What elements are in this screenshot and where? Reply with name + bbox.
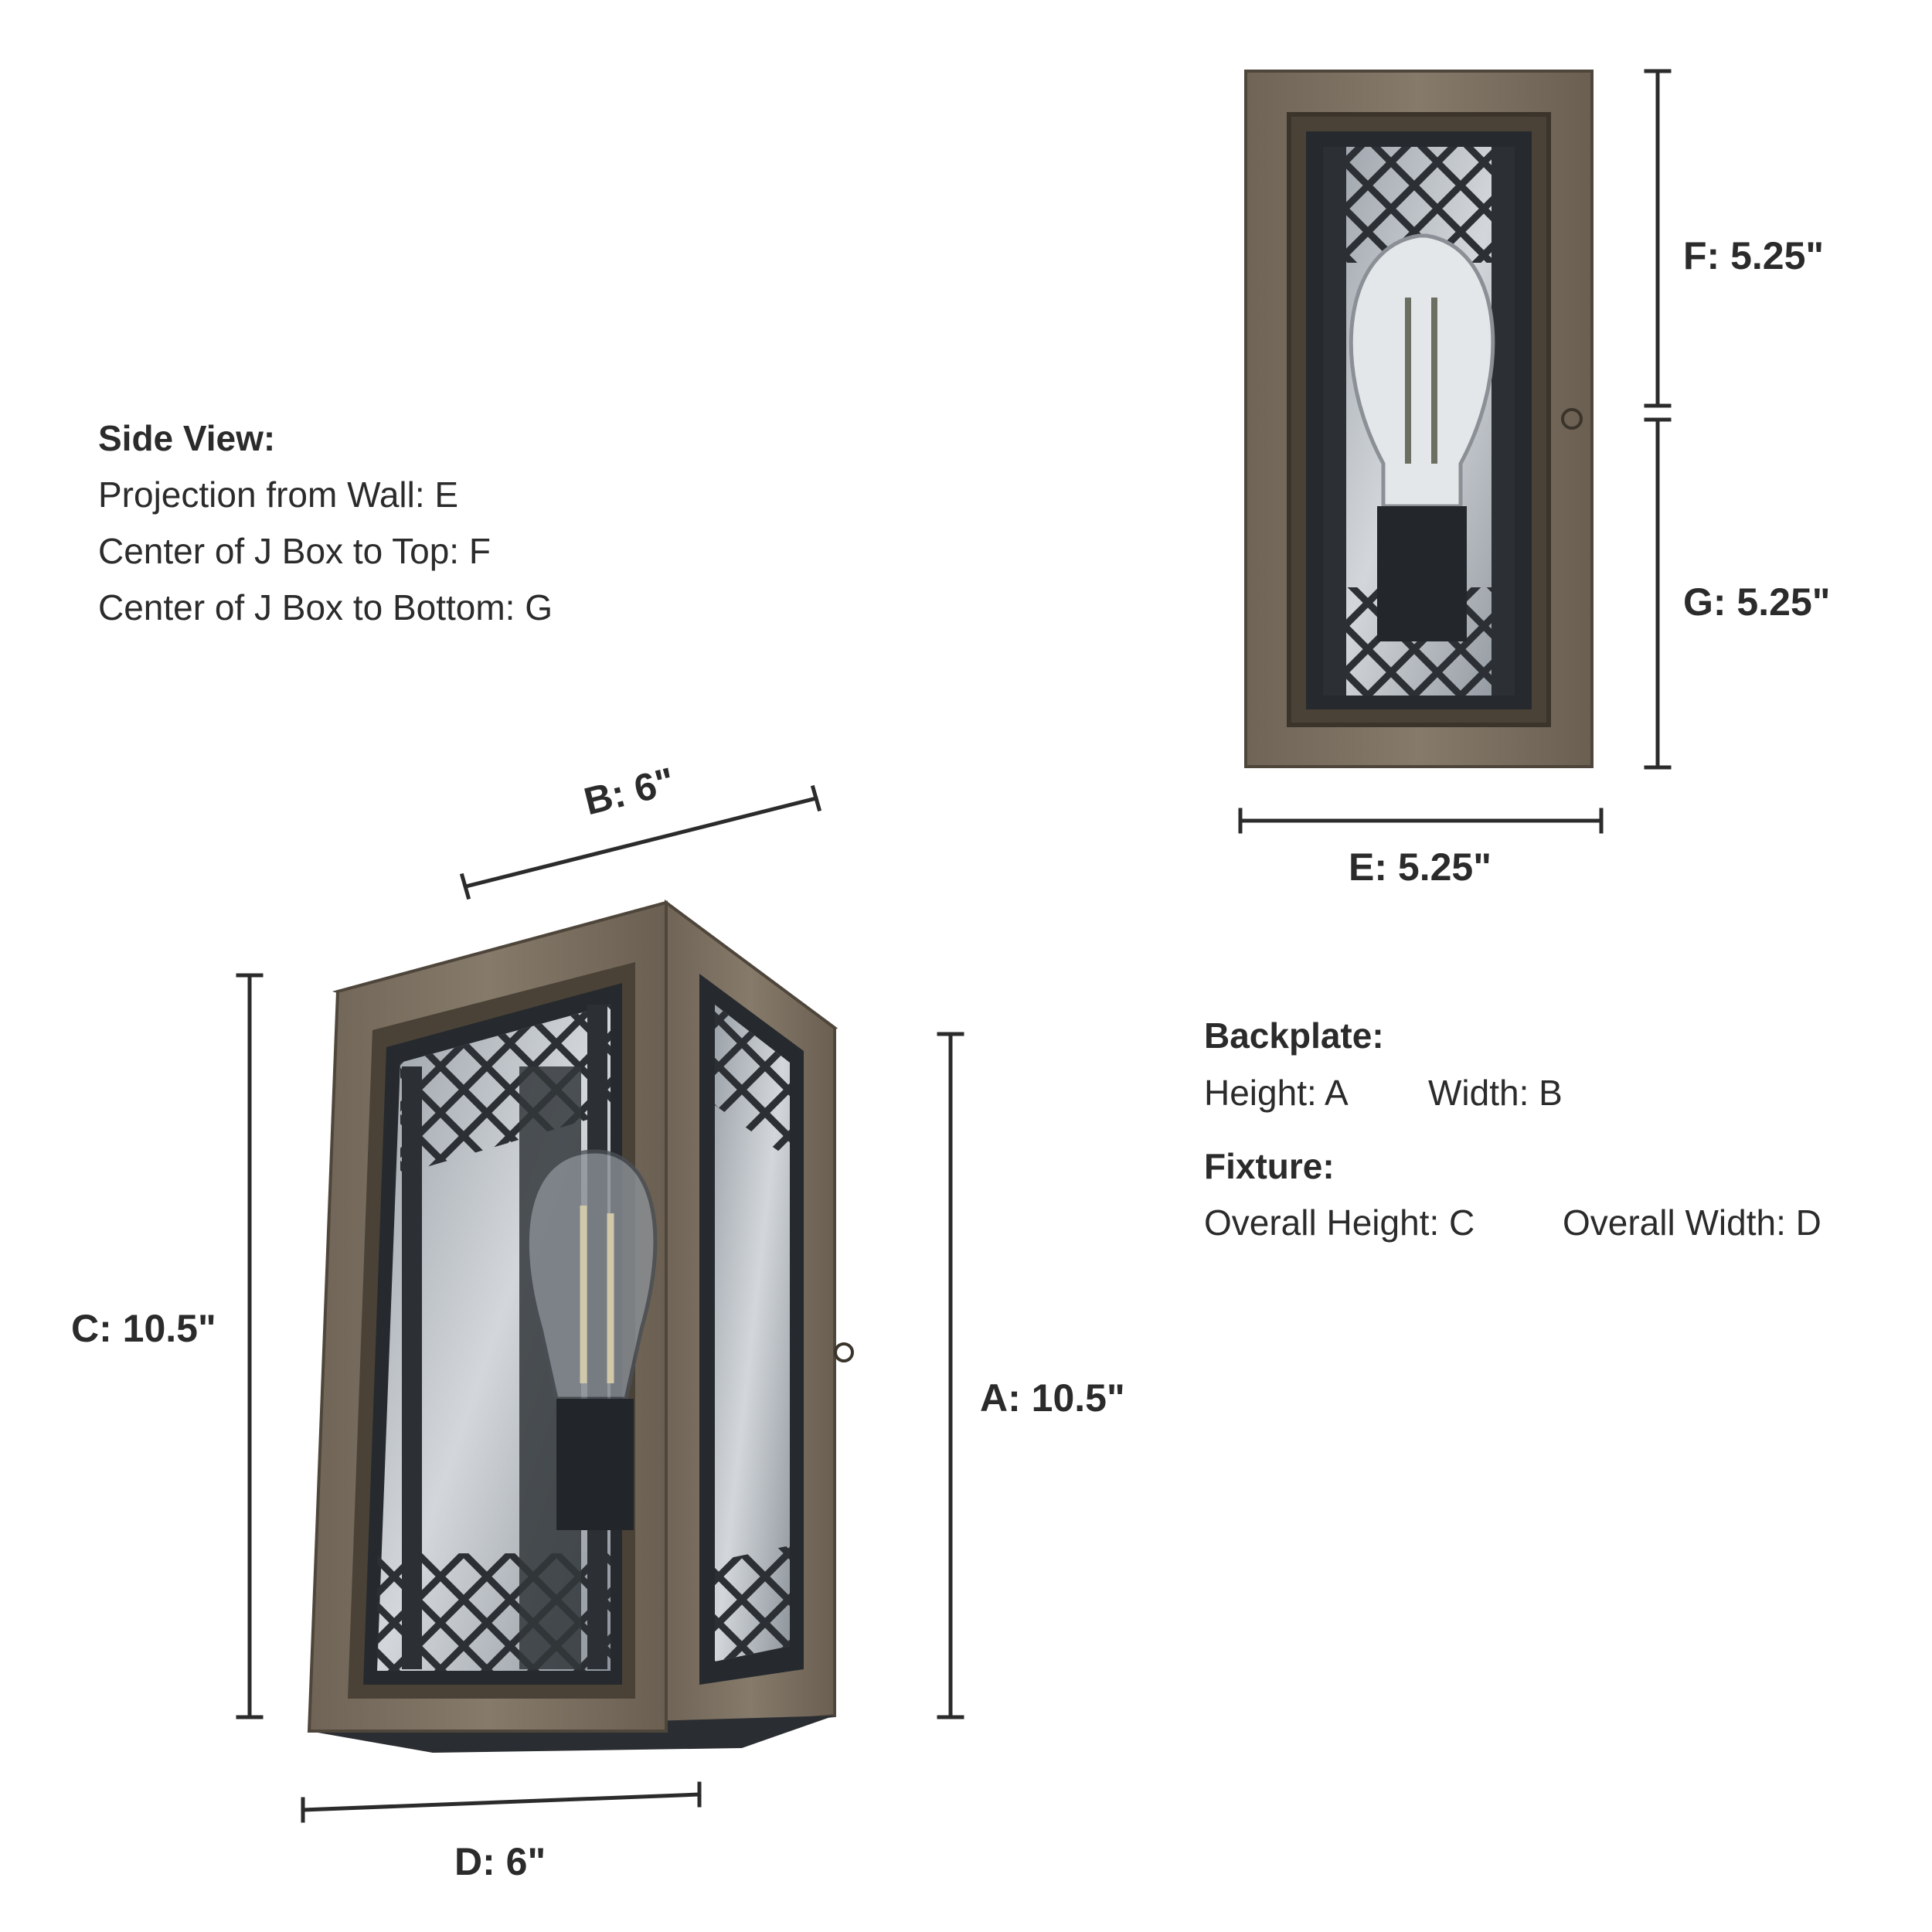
dim-label-d: D: 6" — [454, 1840, 546, 1883]
fixture-overall-width: Overall Width: D — [1563, 1202, 1821, 1243]
backplate-heading: Backplate: — [1204, 1015, 1384, 1056]
side-view-fixture — [1244, 70, 1594, 768]
jbox-bottom-label: Center of J Box to Bottom: G — [98, 587, 553, 628]
projection-label: Projection from Wall: E — [98, 474, 459, 515]
dim-line-b — [463, 795, 819, 889]
front-view-fixture — [307, 900, 854, 1753]
dim-label-a: A: 10.5" — [980, 1376, 1125, 1420]
side-view-heading: Side View: — [98, 418, 276, 458]
fixture-overall-height: Overall Height: C — [1204, 1202, 1475, 1243]
backplate-height: Height: A — [1204, 1073, 1349, 1113]
backplate-width: Width: B — [1428, 1073, 1563, 1113]
dim-label-g: G: 5.25" — [1683, 580, 1831, 624]
dim-label-f: F: 5.25" — [1683, 234, 1825, 277]
fixture-heading: Fixture: — [1204, 1146, 1335, 1186]
dimension-lines — [236, 69, 1672, 1823]
dim-label-c: C: 10.5" — [71, 1307, 216, 1350]
dim-label-e: E: 5.25" — [1349, 845, 1492, 889]
dim-line-d — [301, 1792, 702, 1812]
jbox-top-label: Center of J Box to Top: F — [98, 531, 491, 571]
